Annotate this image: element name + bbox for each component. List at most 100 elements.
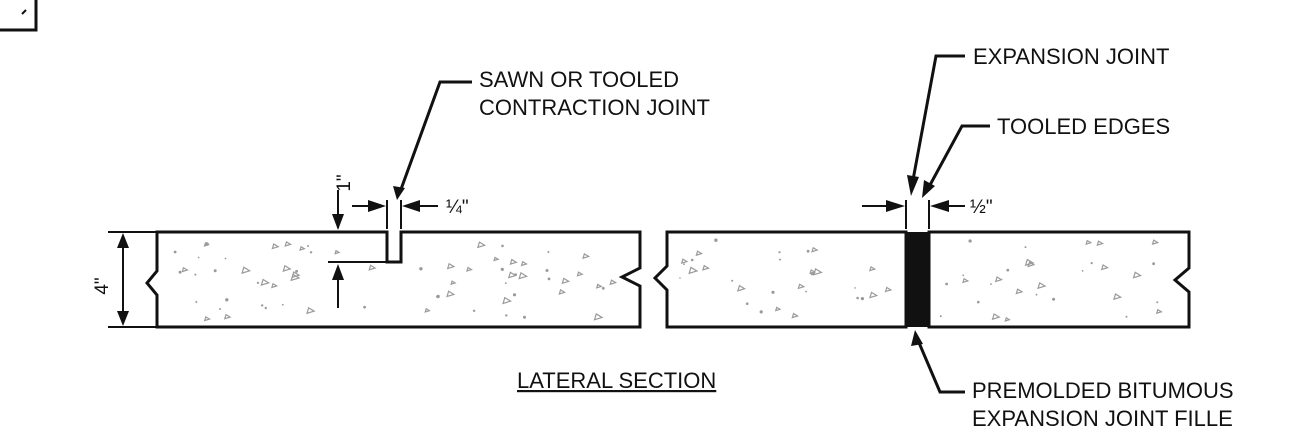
aggregate-speck xyxy=(181,266,189,273)
aggregate-speck xyxy=(582,253,591,260)
aggregate-speck xyxy=(493,256,500,262)
expansion-joint-label: EXPANSION JOINT xyxy=(973,44,1169,69)
right-slab-section-a xyxy=(652,230,908,329)
aggregate-speck xyxy=(261,304,264,307)
contraction-joint-leader: SAWN OR TOOLED CONTRACTION JOINT xyxy=(393,67,710,200)
aggregate-speck xyxy=(195,300,198,303)
aggregate-speck xyxy=(309,251,313,254)
aggregate-speck xyxy=(203,315,211,322)
aggregate-speck xyxy=(856,296,859,300)
tooled-edges-leader: TOOLED EDGES xyxy=(922,114,1170,198)
aggregate-speck xyxy=(545,269,549,272)
aggregate-speck xyxy=(501,244,504,248)
aggregate-speck xyxy=(812,267,823,276)
contraction-width-dimension: ¼" xyxy=(352,197,469,229)
aggregate-speck xyxy=(502,296,513,305)
aggregate-speck xyxy=(295,269,298,273)
aggregate-speck xyxy=(504,282,507,285)
slab-thickness-label: 4" xyxy=(92,277,113,294)
aggregate-speck xyxy=(270,282,279,289)
aggregate-speck xyxy=(223,313,232,320)
aggregate-speck xyxy=(968,239,972,243)
aggregate-speck xyxy=(1037,281,1047,290)
aggregate-speck xyxy=(178,270,182,274)
aggregate-speck xyxy=(884,286,893,293)
aggregate-speck xyxy=(745,302,749,306)
aggregate-speck xyxy=(778,251,781,254)
aggregate-speck xyxy=(994,276,1003,283)
aggregate-speck xyxy=(197,256,200,259)
aggregate-speck xyxy=(1096,240,1104,247)
aggregate-speck xyxy=(1152,262,1155,266)
frame-tick xyxy=(21,9,27,15)
aggregate-speck xyxy=(547,277,551,281)
expansion-joint-filler xyxy=(906,232,929,327)
aggregate-speck xyxy=(284,240,292,247)
aggregate-speck xyxy=(476,241,487,249)
aggregate-speck xyxy=(1156,301,1159,304)
aggregate-speck xyxy=(436,294,440,299)
aggregate-speck xyxy=(797,283,806,290)
slab-thickness-dimension: 4" xyxy=(92,231,157,328)
aggregate-speck xyxy=(241,266,252,274)
aggregate-speck xyxy=(514,273,517,276)
aggregate-speck xyxy=(363,305,366,309)
aggregate-speck xyxy=(1085,239,1093,246)
aggregate-speck xyxy=(576,271,584,277)
aggregate-speck xyxy=(472,309,476,312)
aggregate-speck xyxy=(509,258,518,265)
right-slab-section-b xyxy=(927,230,1191,329)
aggregate-speck xyxy=(264,306,267,310)
right-slab-aggregate xyxy=(679,238,1163,322)
filler-label-2: EXPANSION JOINT FILLE xyxy=(972,406,1233,431)
aggregate-speck xyxy=(194,273,197,276)
aggregate-speck xyxy=(991,313,1001,321)
aggregate-speck xyxy=(811,246,819,253)
aggregate-speck xyxy=(424,307,431,313)
aggregate-speck xyxy=(225,298,229,302)
aggregate-speck xyxy=(271,243,280,250)
aggregate-speck xyxy=(609,279,618,286)
aggregate-speck xyxy=(593,313,604,321)
aggregate-speck xyxy=(1004,316,1011,322)
aggregate-speck xyxy=(203,242,210,247)
aggregate-speck xyxy=(868,265,877,272)
aggregate-speck xyxy=(771,290,775,294)
aggregate-speck xyxy=(520,260,528,267)
aggregate-speck xyxy=(173,250,177,254)
aggregate-speck xyxy=(260,278,271,287)
aggregate-speck xyxy=(977,300,980,304)
aggregate-speck xyxy=(299,245,306,251)
aggregate-speck xyxy=(446,290,456,298)
left-slab-outline xyxy=(145,230,642,329)
aggregate-speck xyxy=(500,267,504,271)
aggregate-speck xyxy=(256,281,260,284)
contraction-joint-label-2: CONTRACTION JOINT xyxy=(479,95,710,120)
aggregate-speck xyxy=(1113,293,1123,301)
aggregate-speck xyxy=(307,245,310,247)
contraction-width-label: ¼" xyxy=(446,197,469,218)
aggregate-speck xyxy=(990,283,992,285)
aggregate-speck xyxy=(282,264,292,272)
aggregate-speck xyxy=(805,290,807,293)
aggregate-speck xyxy=(962,274,965,277)
joint-depth-label: 1" xyxy=(334,174,355,191)
left-slab xyxy=(145,230,642,329)
expansion-width-label: ½" xyxy=(970,197,993,218)
aggregate-speck xyxy=(334,249,341,255)
section-title: LATERAL SECTION xyxy=(517,368,716,393)
aggregate-speck xyxy=(962,277,970,284)
joint-depth-dimension: 1" xyxy=(328,174,387,308)
aggregate-speck xyxy=(595,283,603,289)
aggregate-speck xyxy=(869,291,879,299)
aggregate-speck xyxy=(714,238,718,242)
aggregate-speck xyxy=(690,258,694,262)
aggregate-speck xyxy=(680,258,689,265)
aggregate-speck xyxy=(791,312,800,319)
aggregate-speck xyxy=(945,282,948,286)
aggregate-speck xyxy=(1132,271,1143,279)
aggregate-speck xyxy=(688,266,699,275)
aggregate-speck xyxy=(558,288,567,295)
aggregate-speck xyxy=(779,258,781,261)
